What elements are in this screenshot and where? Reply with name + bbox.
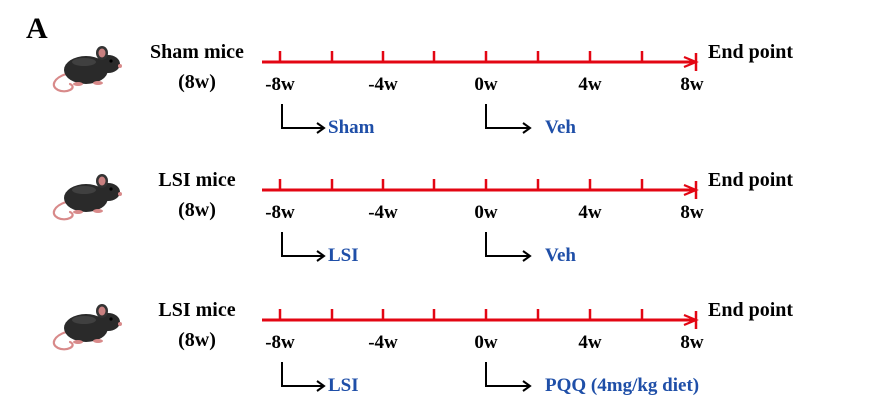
- treatment-label-minus8w: LSI: [328, 375, 359, 396]
- end-point-label: End point: [708, 41, 794, 63]
- timeline: [262, 309, 699, 392]
- treatment-arrow: [485, 232, 530, 257]
- timeline: [262, 51, 699, 134]
- timeline: [262, 179, 699, 262]
- group-age: (8w): [178, 329, 216, 351]
- tick-label: -8w: [265, 202, 295, 223]
- tick-label: -8w: [265, 332, 295, 353]
- tick-label: -4w: [368, 74, 398, 95]
- group-name: LSI mice: [158, 169, 236, 191]
- treatment-arrow: [485, 362, 530, 387]
- mouse-icon: [52, 174, 122, 221]
- tick-label: 0w: [474, 332, 498, 353]
- mouse-icon: [52, 304, 122, 351]
- tick-label: 4w: [578, 202, 602, 223]
- treatment-label-minus8w: LSI: [328, 245, 359, 266]
- group-name: LSI mice: [158, 299, 236, 321]
- tick-label: 8w: [680, 74, 704, 95]
- treatment-arrow: [485, 104, 530, 129]
- group-name: Sham mice: [150, 41, 244, 63]
- treatment-arrow: [281, 362, 324, 387]
- tick-label: 0w: [474, 74, 498, 95]
- treatment-label-0w: Veh: [545, 117, 576, 138]
- treatment-arrow: [281, 232, 324, 257]
- treatment-arrowhead: [316, 380, 326, 392]
- treatment-arrow: [281, 104, 324, 129]
- group-age: (8w): [178, 71, 216, 93]
- end-point-label: End point: [708, 169, 794, 191]
- tick-label: -4w: [368, 332, 398, 353]
- tick-label: -8w: [265, 74, 295, 95]
- treatment-arrowhead: [522, 250, 532, 262]
- treatment-arrowhead: [316, 122, 326, 134]
- treatment-label-minus8w: Sham: [328, 117, 375, 138]
- treatment-label-0w: Veh: [545, 245, 576, 266]
- treatment-arrowhead: [522, 380, 532, 392]
- group-age: (8w): [178, 199, 216, 221]
- tick-label: 0w: [474, 202, 498, 223]
- treatment-arrowhead: [316, 250, 326, 262]
- tick-label: 4w: [578, 332, 602, 353]
- treatment-arrowhead: [522, 122, 532, 134]
- tick-label: -4w: [368, 202, 398, 223]
- mouse-icon: [52, 46, 122, 93]
- tick-label: 4w: [578, 74, 602, 95]
- tick-label: 8w: [680, 332, 704, 353]
- treatment-label-0w: PQQ (4mg/kg diet): [545, 375, 700, 396]
- end-point-label: End point: [708, 299, 794, 321]
- tick-label: 8w: [680, 202, 704, 223]
- panel-label: A: [26, 12, 48, 45]
